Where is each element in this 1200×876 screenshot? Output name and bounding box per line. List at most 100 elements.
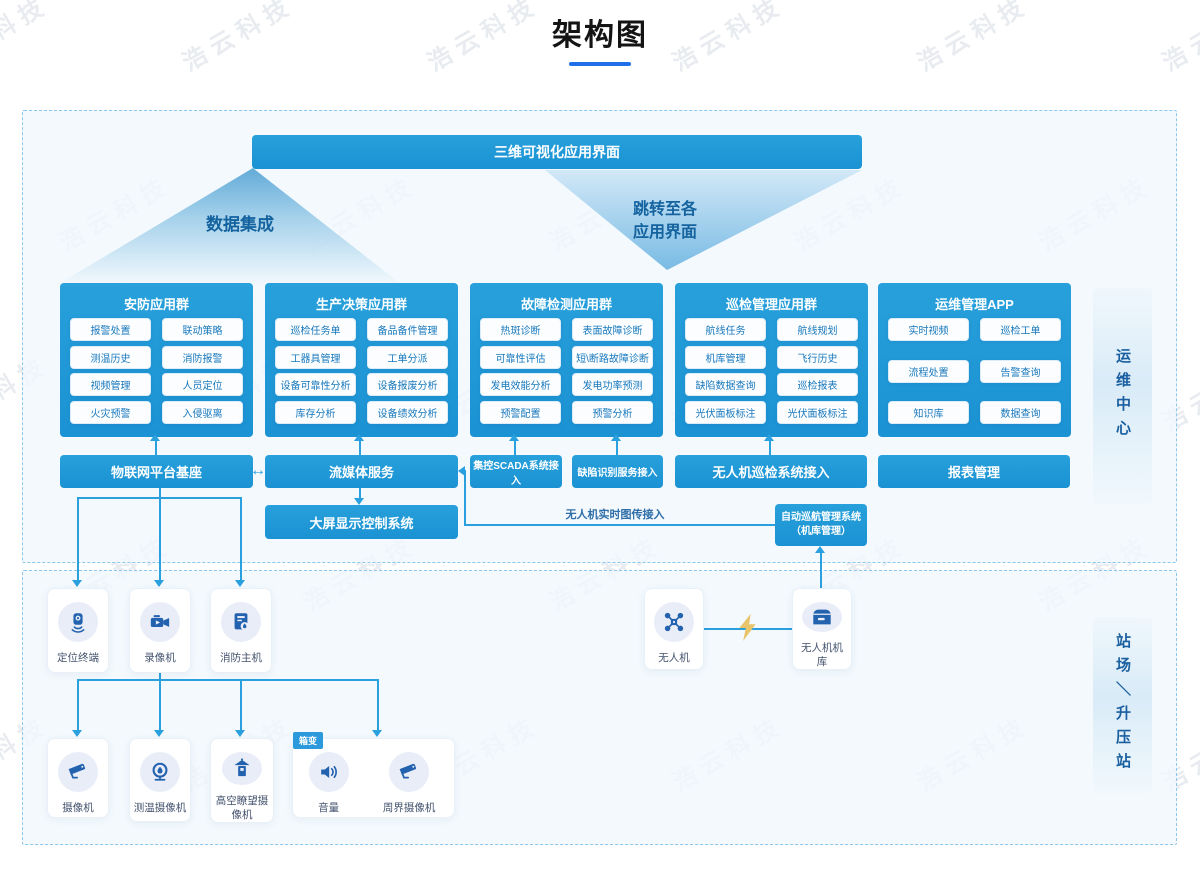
device-label: 周界摄像机 (382, 802, 436, 814)
ops-center-strip: 运维中心 (1093, 288, 1152, 504)
device-card: 录像机 (129, 588, 191, 673)
app-button[interactable]: 入侵驱离 (162, 400, 243, 424)
node-auto-cruise[interactable]: 自动巡航管理系统 （机库管理） (775, 504, 867, 546)
box-transformer-card: 箱变音量周界摄像机 (292, 732, 455, 818)
arrow-down-icon (72, 580, 82, 587)
app-button[interactable]: 报警处置 (70, 318, 151, 341)
arrow-up-icon (764, 434, 774, 441)
app-button[interactable]: 发电效能分析 (480, 373, 561, 397)
app-group-panel: 故障检测应用群热斑诊断表面故障诊断可靠性评估短\断路故障诊断发电效能分析发电功率… (470, 283, 663, 437)
device-card: 高空瞭望摄像机 (210, 738, 274, 823)
fire-panel-icon (221, 602, 261, 642)
app-group-panel: 巡检管理应用群航线任务航线规划机库管理飞行历史缺陷数据查询巡检报表光伏面板标注光… (675, 283, 868, 437)
app-button[interactable]: 人员定位 (162, 373, 243, 397)
app-button[interactable]: 巡检工单 (980, 318, 1061, 341)
app-button[interactable]: 库存分析 (275, 400, 356, 424)
device-label: 摄像机 (62, 802, 94, 814)
device-label: 无人机 (658, 652, 690, 664)
connector-line (377, 679, 379, 732)
watch-tower-icon (222, 752, 262, 785)
app-button[interactable]: 航线任务 (685, 318, 766, 341)
connector-line (464, 470, 466, 525)
connector-line (240, 497, 242, 582)
connector-line (155, 440, 157, 455)
arrow-down-icon (235, 580, 245, 587)
device-group: 音量 (308, 739, 349, 815)
app-group-grid: 热斑诊断表面故障诊断可靠性评估短\断路故障诊断发电效能分析发电功率预测预警配置预… (480, 318, 653, 424)
app-button[interactable]: 缺陷数据查询 (685, 373, 766, 397)
connector-line (77, 679, 379, 681)
node-defect-recognition-access[interactable]: 缺陷识别服务接入 (572, 455, 663, 488)
camcorder-icon (140, 602, 180, 642)
node-3d-visualization-ui[interactable]: 三维可视化应用界面 (252, 135, 862, 169)
app-button[interactable]: 设备可靠性分析 (275, 373, 356, 397)
device-card: 定位终端 (47, 588, 109, 673)
app-button[interactable]: 巡检任务单 (275, 318, 356, 341)
app-button[interactable]: 预警分析 (572, 400, 653, 424)
app-button[interactable]: 备品备件管理 (367, 318, 448, 341)
jump-label-line2: 应用界面 (632, 224, 697, 242)
app-button[interactable]: 设备绩效分析 (367, 400, 448, 424)
connector-line (159, 497, 161, 582)
ops-center-label: 运维中心 (1114, 348, 1131, 444)
app-button[interactable]: 航线规划 (777, 318, 858, 341)
app-button[interactable]: 视频管理 (70, 373, 151, 397)
app-button[interactable]: 消防报警 (162, 345, 243, 369)
device-card: 摄像机 (47, 738, 109, 818)
cctv-camera-icon (389, 752, 430, 792)
arrow-up-icon (509, 434, 519, 441)
device-card: 消防主机 (210, 588, 272, 673)
app-button[interactable]: 联动策略 (162, 318, 243, 341)
title-underline (569, 62, 631, 66)
auto-cruise-line2: （机库管理） (791, 526, 851, 537)
app-button[interactable]: 飞行历史 (777, 345, 858, 369)
app-button[interactable]: 实时视频 (888, 318, 969, 341)
app-button[interactable]: 工单分派 (367, 345, 448, 369)
app-button[interactable]: 短\断路故障诊断 (572, 345, 653, 369)
jump-label: 跳转至各 应用界面 (600, 198, 730, 244)
app-button[interactable]: 热斑诊断 (480, 318, 561, 341)
app-button[interactable]: 火灾预警 (70, 400, 151, 424)
connector-line (820, 551, 822, 592)
app-button[interactable]: 设备报废分析 (367, 373, 448, 397)
cctv-camera-icon (58, 752, 98, 792)
device-label: 音量 (318, 802, 340, 814)
app-button[interactable]: 预警配置 (480, 400, 561, 424)
app-button[interactable]: 知识库 (888, 401, 969, 424)
station-strip: 站场＼升压站 (1093, 617, 1152, 793)
app-button[interactable]: 机库管理 (685, 345, 766, 369)
node-report-management[interactable]: 报表管理 (878, 455, 1070, 488)
app-button[interactable]: 光伏面板标注 (685, 400, 766, 424)
body-camera-icon (58, 602, 98, 642)
auto-cruise-line1: 自动巡航管理系统 (781, 511, 861, 523)
app-button[interactable]: 表面故障诊断 (572, 318, 653, 341)
app-button[interactable]: 可靠性评估 (480, 345, 561, 369)
app-button[interactable]: 光伏面板标注 (777, 400, 858, 424)
app-button[interactable]: 工器具管理 (275, 345, 356, 369)
app-group-title: 运维管理APP (935, 297, 1014, 312)
node-scada-access[interactable]: 集控SCADA系统接入 (470, 455, 562, 488)
hangar-icon (802, 602, 842, 632)
arrow-down-icon (72, 730, 82, 737)
connector-line (514, 440, 516, 455)
thermal-camera-icon (140, 752, 180, 792)
arrow-up-icon (354, 434, 364, 441)
node-drone-inspection-access[interactable]: 无人机巡检系统接入 (675, 455, 867, 488)
node-iot-platform[interactable]: 物联网平台基座 (60, 455, 253, 488)
app-button[interactable]: 测温历史 (70, 345, 151, 369)
arrow-up-icon (611, 434, 621, 441)
app-group-title: 巡检管理应用群 (725, 297, 817, 312)
device-card: 无人机机库 (792, 588, 852, 670)
app-button[interactable]: 发电功率预测 (572, 373, 653, 397)
drone-icon (654, 602, 694, 642)
lightning-bolt-icon (739, 613, 756, 641)
device-label: 无人机机库 (801, 641, 843, 668)
app-button[interactable]: 告警查询 (980, 359, 1061, 383)
app-button[interactable]: 数据查询 (980, 401, 1061, 424)
app-group-panel: 生产决策应用群巡检任务单备品备件管理工器具管理工单分派设备可靠性分析设备报废分析… (265, 283, 458, 437)
app-button[interactable]: 巡检报表 (777, 373, 858, 397)
node-big-screen-control[interactable]: 大屏显示控制系统 (265, 505, 458, 539)
node-streaming-media[interactable]: 流媒体服务 (265, 455, 458, 488)
app-button[interactable]: 流程处置 (888, 359, 969, 383)
